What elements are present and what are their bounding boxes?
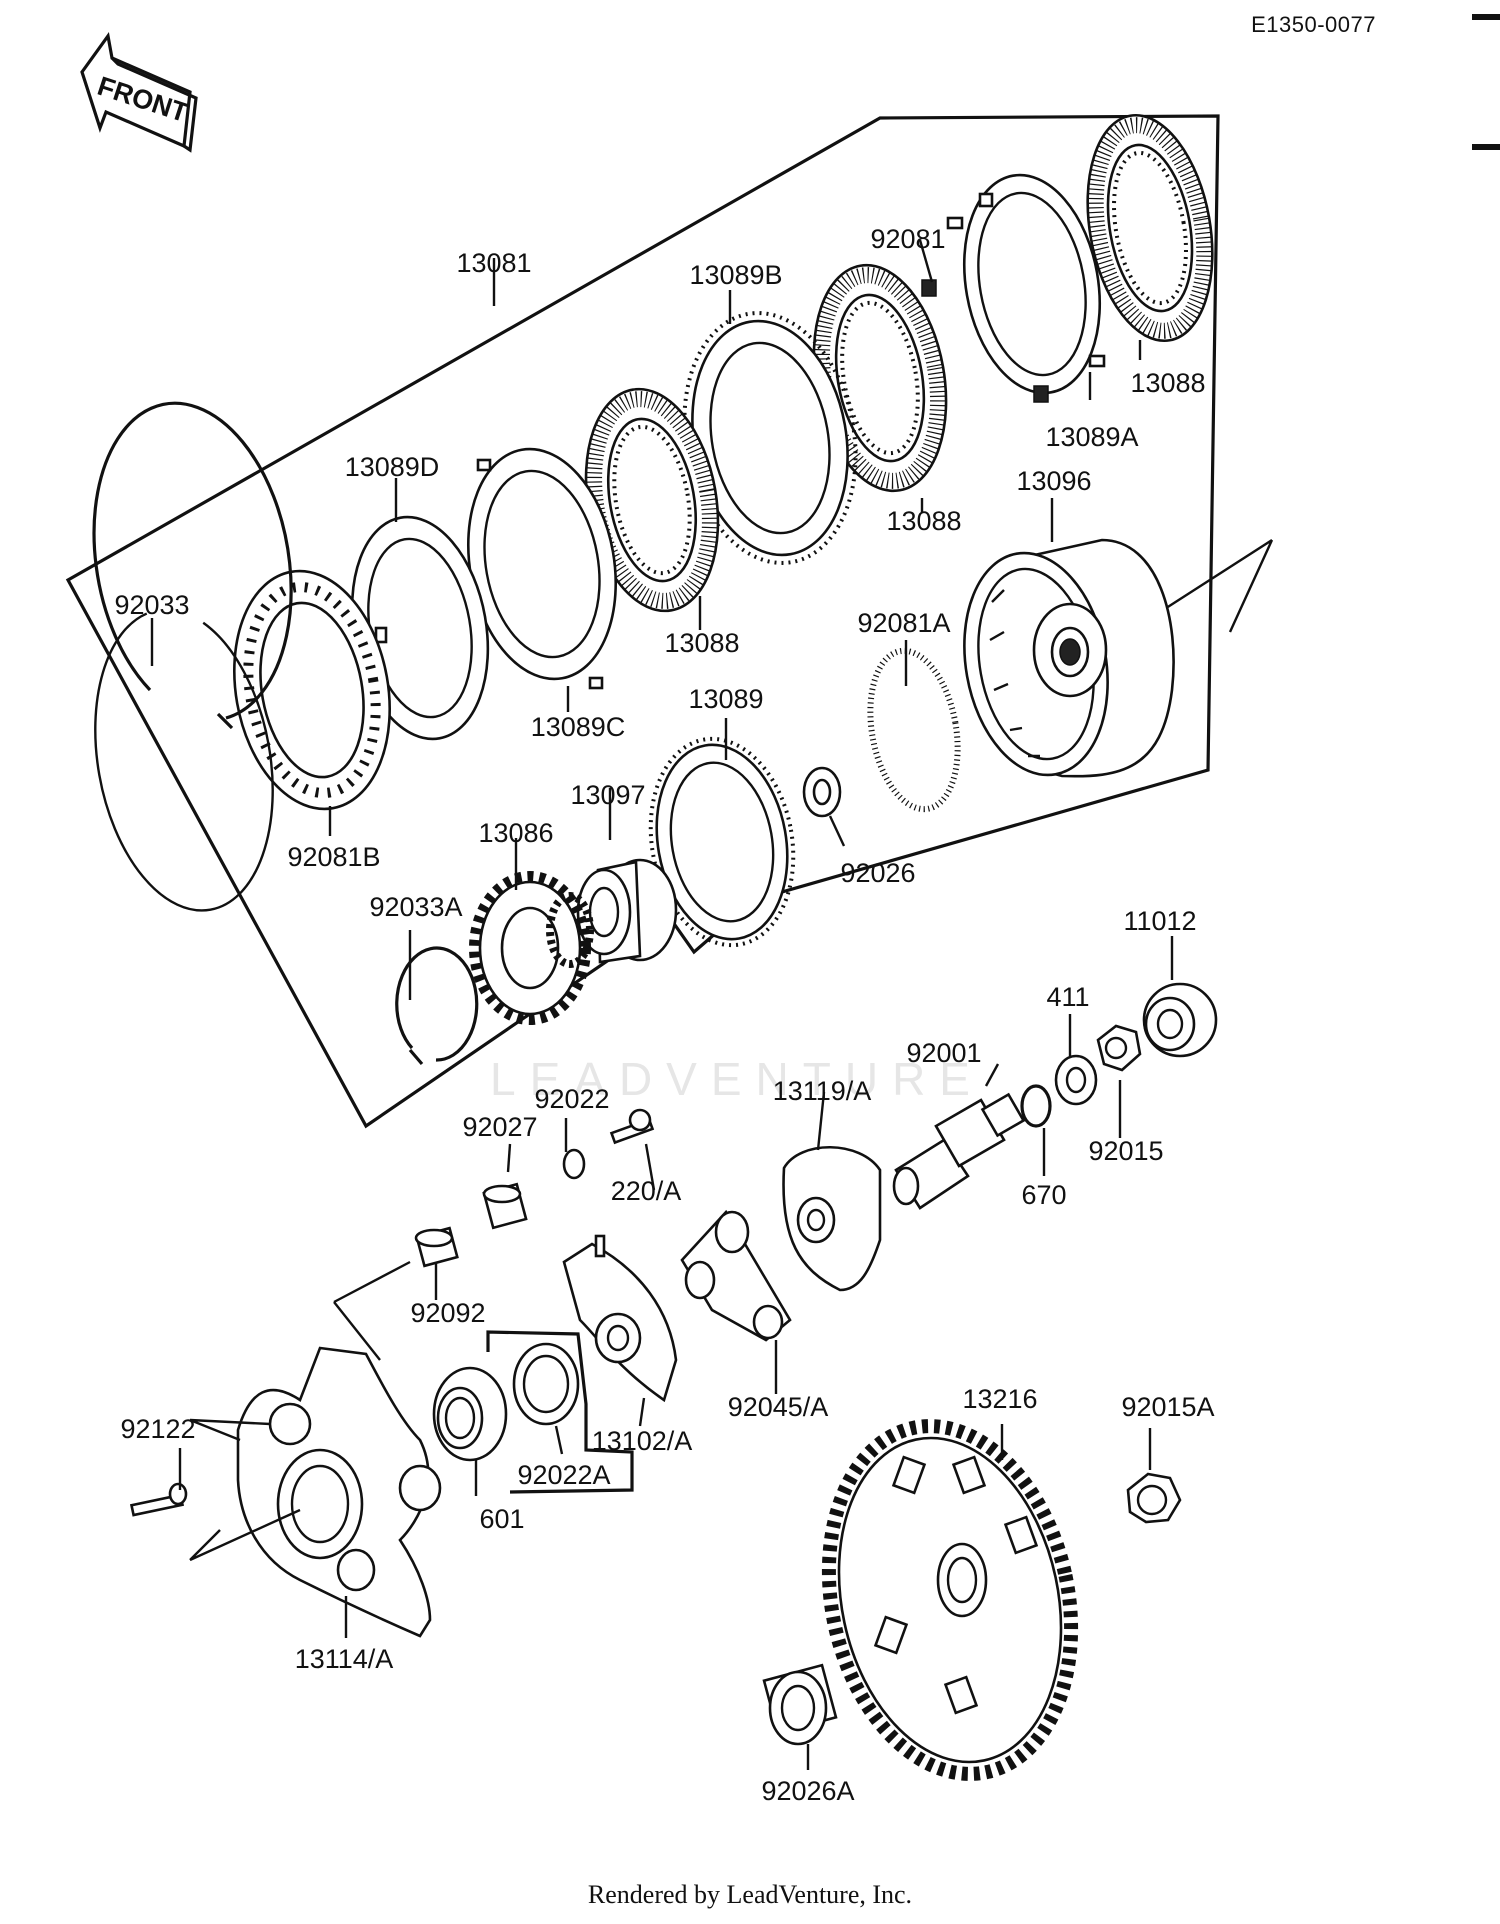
label-13216: 13216 — [962, 1384, 1037, 1414]
drawing-code: E1350-0077 — [1251, 12, 1376, 37]
label-13119A: 13119/A — [773, 1076, 872, 1106]
spring-plate-92081B — [233, 569, 391, 811]
shaft-92001 — [892, 1092, 1026, 1210]
label-670: 670 — [1021, 1180, 1066, 1210]
steel-plate-13089 — [648, 736, 796, 948]
bushing-92092 — [414, 1226, 459, 1268]
label-92045A: 92045/A — [728, 1392, 829, 1422]
label-92081A: 92081A — [857, 608, 950, 638]
ring-92081A — [867, 647, 961, 813]
spring-92081 — [921, 279, 1049, 403]
friction-plate-13088-mid — [812, 263, 948, 493]
label-13097: 13097 — [570, 780, 645, 810]
label-92033: 92033 — [114, 590, 189, 620]
edge-mark-top — [1472, 14, 1500, 20]
label-92015A: 92015A — [1121, 1392, 1214, 1422]
nut-92015 — [1096, 1024, 1142, 1072]
front-arrow-icon: FRONT — [80, 32, 198, 153]
edge-mark-lower — [1472, 144, 1500, 150]
leader-lines — [150, 239, 1174, 1770]
label-92015: 92015 — [1088, 1136, 1163, 1166]
label-92081B: 92081B — [287, 842, 380, 872]
label-92026A: 92026A — [761, 1776, 854, 1806]
label-92033A: 92033A — [369, 892, 462, 922]
seal-92022A — [512, 1342, 580, 1426]
label-92122: 92122 — [120, 1414, 195, 1444]
circlip-92033A — [395, 946, 479, 1066]
steel-plate-13089A — [946, 173, 1106, 395]
label-13088-mid: 13088 — [886, 506, 961, 536]
bearing-601 — [432, 1366, 508, 1462]
label-220A: 220/A — [611, 1176, 682, 1206]
clutch-housing-bracket — [1159, 538, 1274, 633]
label-92022: 92022 — [534, 1084, 609, 1114]
bolt-220A — [609, 1108, 655, 1145]
label-92022A: 92022A — [517, 1460, 610, 1490]
bushing-92027 — [482, 1182, 528, 1230]
cam-13119A — [782, 1145, 882, 1292]
label-11012: 11012 — [1123, 906, 1196, 936]
label-13089D: 13089D — [345, 452, 440, 482]
plate-13102A — [562, 1234, 678, 1403]
bolt-92122 — [129, 1482, 188, 1517]
label-92026: 92026 — [840, 858, 915, 888]
label-13088-top: 13088 — [1130, 368, 1205, 398]
nut-92015A — [1126, 1472, 1182, 1524]
render-credit: Rendered by LeadVenture, Inc. — [587, 1880, 913, 1909]
label-92001: 92001 — [906, 1038, 981, 1068]
label-13081: 13081 — [456, 248, 531, 278]
washer-411 — [1054, 1054, 1098, 1106]
washer-92022 — [562, 1148, 586, 1180]
friction-plate-13088-top — [1086, 113, 1214, 343]
circlip-92033 — [92, 401, 293, 912]
clutch-assembly-outline — [65, 114, 1220, 1129]
label-13102A: 13102/A — [592, 1426, 693, 1456]
seal-bracket — [486, 1330, 634, 1494]
part-labels: 13081 92081 13089B 13088 13089A 13088 13… — [114, 224, 1214, 1806]
o-ring-670 — [1020, 1084, 1052, 1128]
gear-13086 — [469, 871, 594, 1025]
one-way-clutch-13097 — [576, 858, 678, 964]
label-92081: 92081 — [870, 224, 945, 254]
label-92027: 92027 — [462, 1112, 537, 1142]
label-13088-low: 13088 — [664, 628, 739, 658]
collar-92026A — [762, 1663, 838, 1746]
watermark: LEADVENTURE — [490, 1053, 984, 1105]
washer-92026 — [802, 766, 842, 818]
label-411: 411 — [1046, 982, 1089, 1012]
label-13089B: 13089B — [689, 260, 782, 290]
steel-plate-13089C — [466, 447, 618, 690]
label-601: 601 — [479, 1504, 524, 1534]
label-92092: 92092 — [410, 1298, 485, 1328]
label-13114A: 13114/A — [295, 1644, 394, 1674]
gear-13216 — [821, 1419, 1079, 1781]
label-13089: 13089 — [688, 684, 763, 714]
label-13089C: 13089C — [531, 712, 626, 742]
cap-11012 — [1142, 982, 1218, 1058]
label-13096: 13096 — [1016, 466, 1091, 496]
housing-13114A — [236, 1346, 442, 1638]
label-13089A: 13089A — [1045, 422, 1138, 452]
front-label: FRONT — [94, 71, 192, 128]
label-13086: 13086 — [478, 818, 553, 848]
plate-92045A — [680, 1209, 792, 1342]
clutch-housing-13096 — [963, 538, 1175, 778]
